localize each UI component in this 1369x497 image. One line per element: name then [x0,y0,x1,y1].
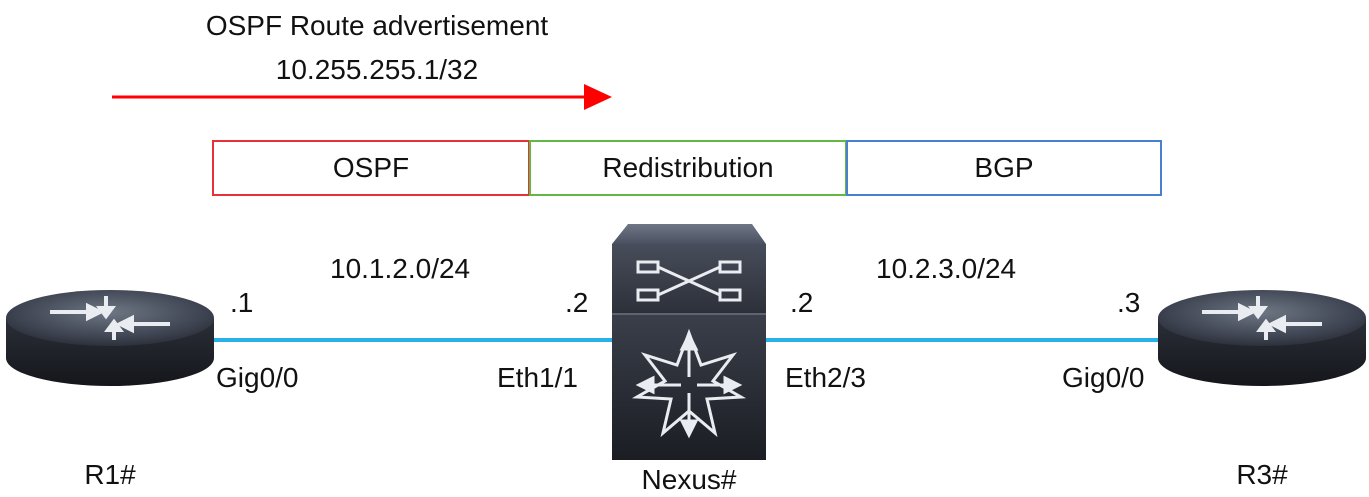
nexus-switch-icon [612,224,766,460]
nexus-right-interface: Eth2/3 [785,362,866,393]
r3-host-id: .3 [1117,287,1141,318]
protocol-box-ospf: OSPF [212,140,530,196]
advertisement-prefix: 10.255.255.1/32 [275,54,479,85]
nexus-right-host-id: .2 [790,287,814,318]
protocol-label-bgp: BGP [974,152,1034,183]
protocol-box-bgp: BGP [846,140,1162,196]
nexus-device-name: Nexus# [641,464,737,495]
advertisement-arrow [112,84,612,110]
r3-interface: Gig0/0 [1062,362,1145,393]
protocol-label-ospf: OSPF [332,152,410,183]
r1-host-id: .1 [230,287,254,318]
r1-device-name: R1# [84,459,136,490]
advertisement-title: OSPF Route advertisement [205,10,549,41]
subnet-label-nexus-r3: 10.2.3.0/24 [876,253,1017,284]
r3-router-icon [1158,290,1366,386]
r1-interface: Gig0/0 [216,362,299,393]
nexus-left-host-id: .2 [565,287,589,318]
r1-router-icon [6,290,214,386]
protocol-box-redistribution: Redistribution [529,140,847,196]
subnet-label-r1-nexus: 10.1.2.0/24 [330,253,471,284]
nexus-left-interface: Eth1/1 [497,362,578,393]
protocol-label-redistribution: Redistribution [602,152,774,183]
r3-device-name: R3# [1236,459,1288,490]
